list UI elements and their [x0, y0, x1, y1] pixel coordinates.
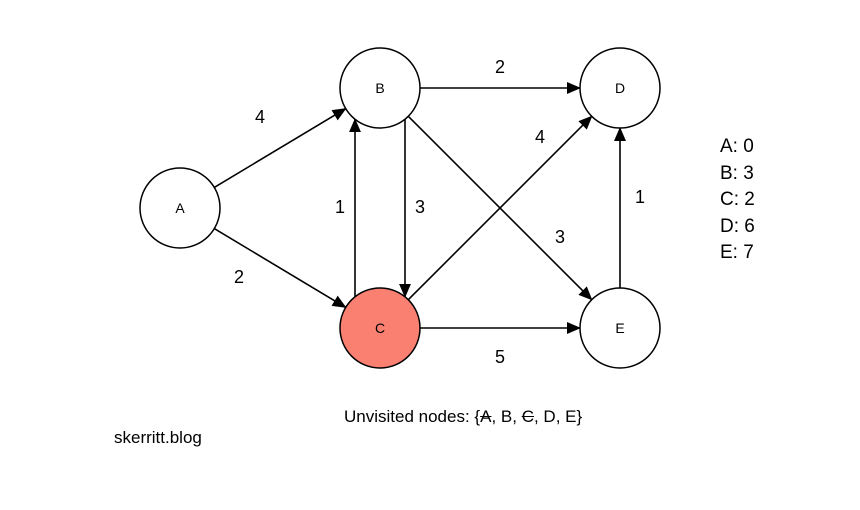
node-circle-d	[579, 47, 661, 129]
distance-e: E: 7	[720, 242, 754, 263]
unvisited-item-b: B	[500, 407, 513, 426]
unvisited-items: A, B, C, D, E	[480, 407, 576, 426]
edge-c-d	[407, 115, 593, 301]
node-circle-c	[339, 287, 421, 369]
distance-d: D: 6	[720, 215, 755, 237]
distance-a: A: 0	[720, 136, 754, 157]
unvisited-separator: ,	[491, 407, 501, 426]
edge-a-c	[213, 227, 347, 309]
edge-weight-a-c: 2	[234, 267, 244, 287]
node-circle-b	[339, 47, 421, 129]
distance-c: C: 2	[720, 189, 755, 210]
node-e: E	[579, 287, 661, 369]
node-label-b: B	[375, 80, 384, 96]
node-label-e: E	[615, 320, 624, 336]
edge-weight-c-b: 1	[335, 197, 345, 217]
node-circle-a	[139, 167, 221, 249]
edge-weight-e-d: 1	[635, 187, 645, 207]
unvisited-item-a: A	[480, 407, 492, 426]
node-c: C	[339, 287, 421, 369]
unvisited-nodes: Unvisited nodes: {A, B, C, D, E}	[344, 407, 582, 427]
node-d: D	[579, 47, 661, 129]
unvisited-item-e: E	[565, 407, 577, 426]
edge-weight-b-c: 3	[415, 197, 425, 217]
distance-b: B: 3	[720, 162, 754, 184]
edge-weight-c-e: 5	[495, 347, 505, 367]
unvisited-separator: ,	[533, 407, 544, 426]
node-label-d: D	[615, 80, 625, 96]
node-a: A	[139, 167, 221, 249]
distance-table: A: 0 B: 3 C: 2 D: 6 E: 7	[720, 134, 755, 267]
unvisited-prefix: Unvisited nodes: {	[344, 407, 481, 426]
credit-text: skerritt.blog	[114, 428, 202, 447]
node-label-a: A	[175, 200, 185, 216]
unvisited-suffix: }	[576, 407, 583, 426]
unvisited-separator: ,	[555, 407, 566, 426]
node-b: B	[339, 47, 421, 129]
edge-a-b	[213, 107, 347, 189]
edge-weight-c-d: 4	[535, 127, 545, 147]
edge-weight-a-b: 4	[255, 107, 265, 127]
node-circle-e	[579, 287, 661, 369]
edge-weight-b-d: 2	[495, 57, 505, 77]
unvisited-item-d: D	[543, 407, 556, 426]
unvisited-item-c: C	[521, 407, 534, 426]
unvisited-separator: ,	[512, 407, 522, 426]
edge-weight-b-e: 3	[555, 227, 565, 247]
node-label-c: C	[375, 320, 385, 336]
